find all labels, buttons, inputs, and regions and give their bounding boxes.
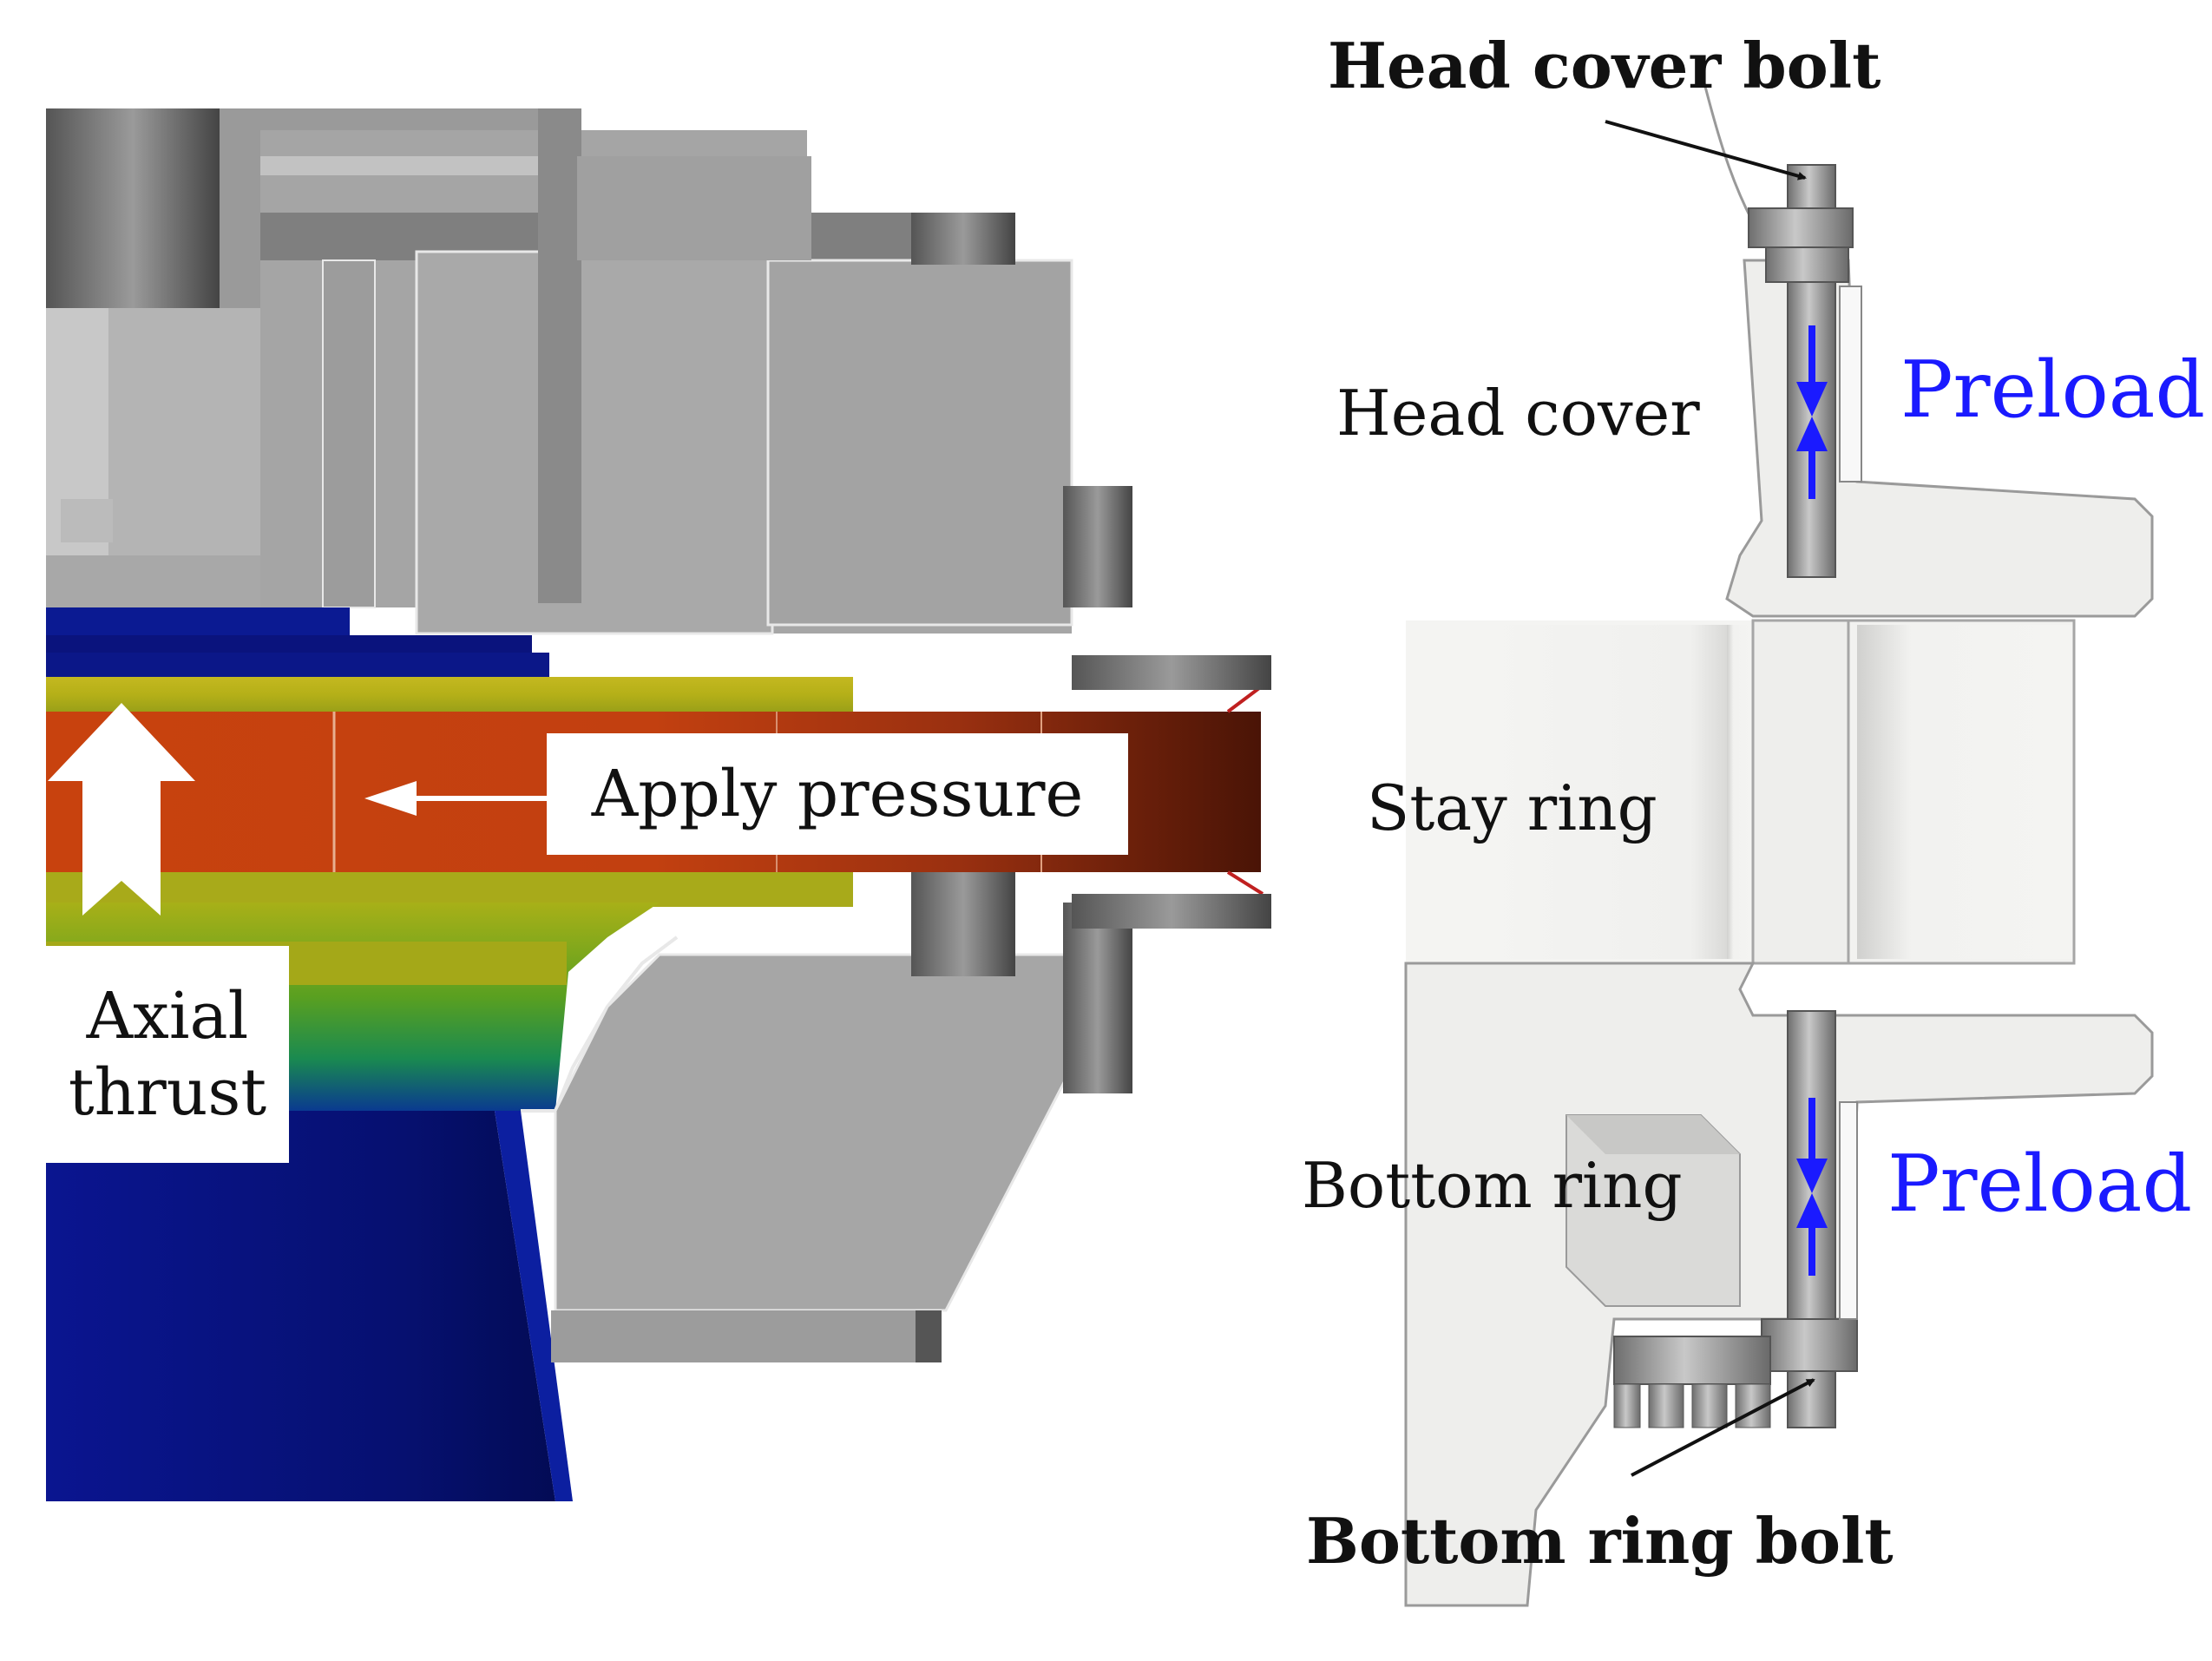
apply-pressure-arrow (364, 781, 547, 816)
head-cover-bolt-label: Head cover bolt (1328, 29, 1881, 102)
head-cover-bolt (1748, 164, 1862, 578)
preload-bottom-label: Preload (1887, 1139, 2193, 1230)
apply-pressure-label: Apply pressure (591, 757, 1084, 831)
head-cover-label: Head cover (1336, 377, 1700, 450)
stay-ring-label: Stay ring (1367, 771, 1657, 844)
right-panel-flange (1404, 69, 2154, 1607)
axial-thrust-label-box: Axial thrust (46, 946, 289, 1163)
bottom-ring-bolt-leader (1631, 1378, 1815, 1477)
axial-thrust-label-line2: thrust (68, 1055, 267, 1130)
axial-thrust-arrow (48, 703, 195, 916)
preload-arrows-top (1796, 325, 1828, 499)
bottom-ring-bolt-label: Bottom ring bolt (1306, 1504, 1894, 1578)
preload-top-label: Preload (1900, 345, 2206, 436)
preload-arrows-bottom (1796, 1098, 1828, 1276)
head-cover-bolt-leader (1605, 120, 1807, 181)
upper-steel-structure (46, 108, 1132, 635)
upper-blue-bands (46, 607, 549, 679)
axial-thrust-label-line1: Axial (86, 979, 249, 1054)
lower-blue-casing (46, 1111, 573, 1501)
apply-pressure-label-box: Apply pressure (547, 733, 1128, 855)
lower-steel-structure (551, 655, 1271, 1362)
bottom-ring-label: Bottom ring (1302, 1149, 1683, 1222)
